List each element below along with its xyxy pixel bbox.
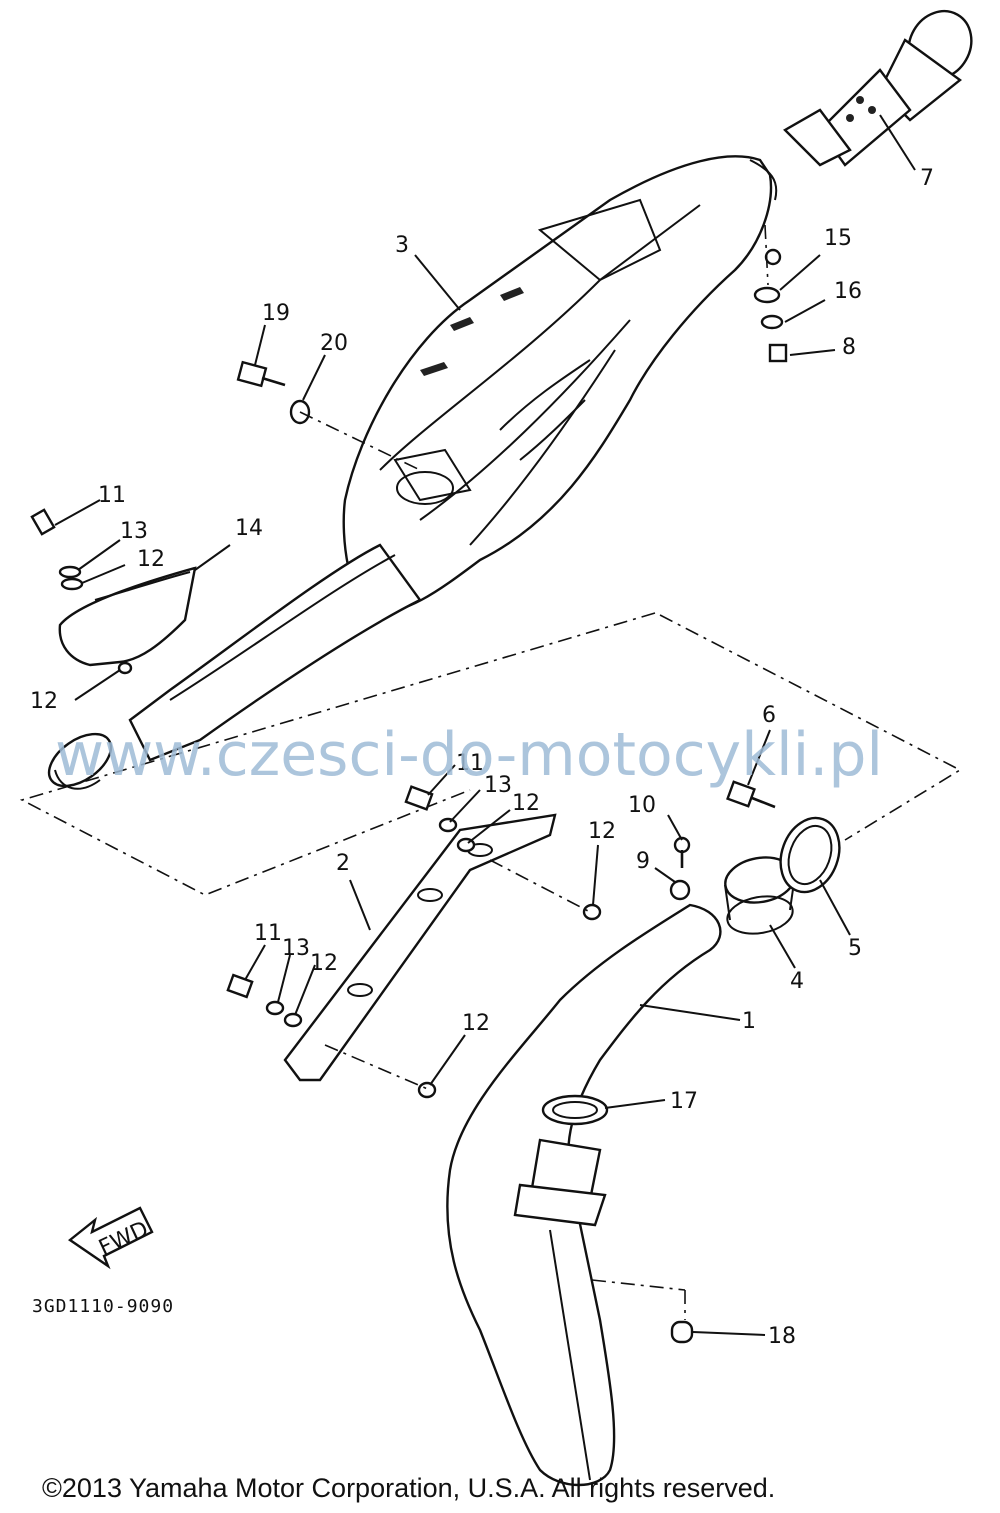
callout-12-bottom: 12 bbox=[462, 1011, 490, 1036]
callout-12-left: 12 bbox=[30, 689, 58, 714]
callout-8: 8 bbox=[842, 335, 856, 360]
diagram-code: 3GD1110-9090 bbox=[32, 1296, 174, 1317]
gasket bbox=[541, 1094, 609, 1126]
upper-protector bbox=[58, 566, 197, 667]
callout-15: 15 bbox=[824, 226, 852, 251]
fwd-arrow: FWD bbox=[67, 1206, 154, 1270]
callout-3: 3 bbox=[395, 233, 409, 258]
copyright-notice: ©2013 Yamaha Motor Corporation, U.S.A. A… bbox=[42, 1473, 775, 1503]
callout-11-lower: 11 bbox=[254, 921, 282, 946]
hardware bbox=[30, 248, 788, 1344]
assembly-outline bbox=[19, 612, 962, 896]
callout-13-lower: 13 bbox=[282, 936, 310, 961]
callout-6: 6 bbox=[762, 703, 776, 728]
sleeve bbox=[724, 856, 796, 935]
callout-13-mid: 13 bbox=[484, 773, 512, 798]
callout-13-upper: 13 bbox=[120, 519, 148, 544]
callout-14: 14 bbox=[235, 516, 263, 541]
callout-4: 4 bbox=[790, 969, 804, 994]
callout-5: 5 bbox=[848, 936, 862, 961]
silencer bbox=[342, 155, 778, 614]
callout-1: 1 bbox=[742, 1009, 756, 1034]
exhaust-pipe bbox=[446, 903, 722, 1487]
callout-2: 2 bbox=[336, 851, 350, 876]
silencer-inlet-pipe bbox=[47, 543, 422, 790]
callout-7: 7 bbox=[920, 166, 934, 191]
lower-protector bbox=[283, 813, 557, 1082]
callout-12-mid: 12 bbox=[512, 791, 540, 816]
callout-18: 18 bbox=[768, 1324, 796, 1349]
callout-16: 16 bbox=[834, 279, 862, 304]
clamp bbox=[779, 816, 841, 894]
leader-lines bbox=[54, 114, 916, 1336]
callout-12-right: 12 bbox=[588, 819, 616, 844]
callout-11-upper: 11 bbox=[98, 483, 126, 508]
callout-12-upper: 12 bbox=[137, 547, 165, 572]
watermark: www.czesci-do-motocykli.pl bbox=[55, 720, 883, 790]
tailpipe bbox=[783, 9, 973, 167]
callout-11-mid: 11 bbox=[456, 751, 484, 776]
callout-20: 20 bbox=[320, 331, 348, 356]
callout-9: 9 bbox=[636, 849, 650, 874]
callout-12-lower: 12 bbox=[310, 951, 338, 976]
callout-19: 19 bbox=[262, 301, 290, 326]
callout-10: 10 bbox=[628, 793, 656, 818]
callout-17: 17 bbox=[670, 1089, 698, 1114]
